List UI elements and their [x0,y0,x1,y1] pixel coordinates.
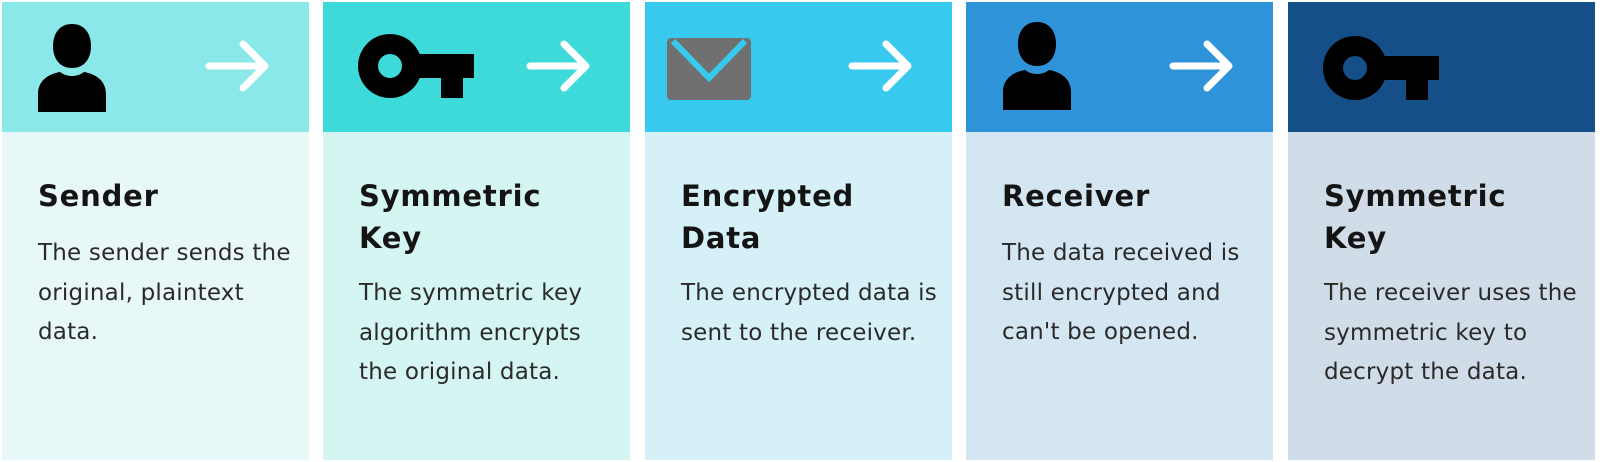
step-description: The sender sends the original, plaintext… [38,240,291,345]
key-icon [1323,36,1441,102]
step-body [966,132,1273,460]
step-title: Sender [38,179,159,213]
step-card-sender: Sender The sender sends the original, pl… [2,2,309,460]
arrow-right-icon [848,40,914,97]
step-title: Symmetric Key [1324,179,1507,255]
step-card-encrypted-data: Encrypted Data The encrypted data is sen… [645,2,952,460]
step-description: The symmetric key algorithm encrypts the… [359,280,583,385]
step-description: The encrypted data is sent to the receiv… [681,280,937,346]
arrow-right-icon [1169,40,1235,97]
step-description: The receiver uses the symmetric key to d… [1324,280,1577,385]
step-card-symmetric-key: Symmetric Key The symmetric key algorith… [323,2,630,460]
step-body [2,132,309,460]
step-title: Encrypted Data [681,179,855,255]
step-title: Symmetric Key [359,179,542,255]
step-card-symmetric-key-decrypt: Symmetric Key The receiver uses the symm… [1288,2,1595,460]
step-description: The data received is still encrypted and… [1002,240,1240,345]
arrow-right-icon [205,40,271,97]
envelope-icon [667,38,751,100]
step-card-receiver: Receiver The data received is still encr… [966,2,1273,460]
step-body [645,132,952,460]
step-title: Receiver [1002,179,1151,213]
person-icon [36,22,108,114]
key-icon [358,34,476,100]
step-body [1288,132,1595,460]
step-body [323,132,630,460]
person-icon [1001,20,1073,112]
arrow-right-icon [526,40,592,97]
